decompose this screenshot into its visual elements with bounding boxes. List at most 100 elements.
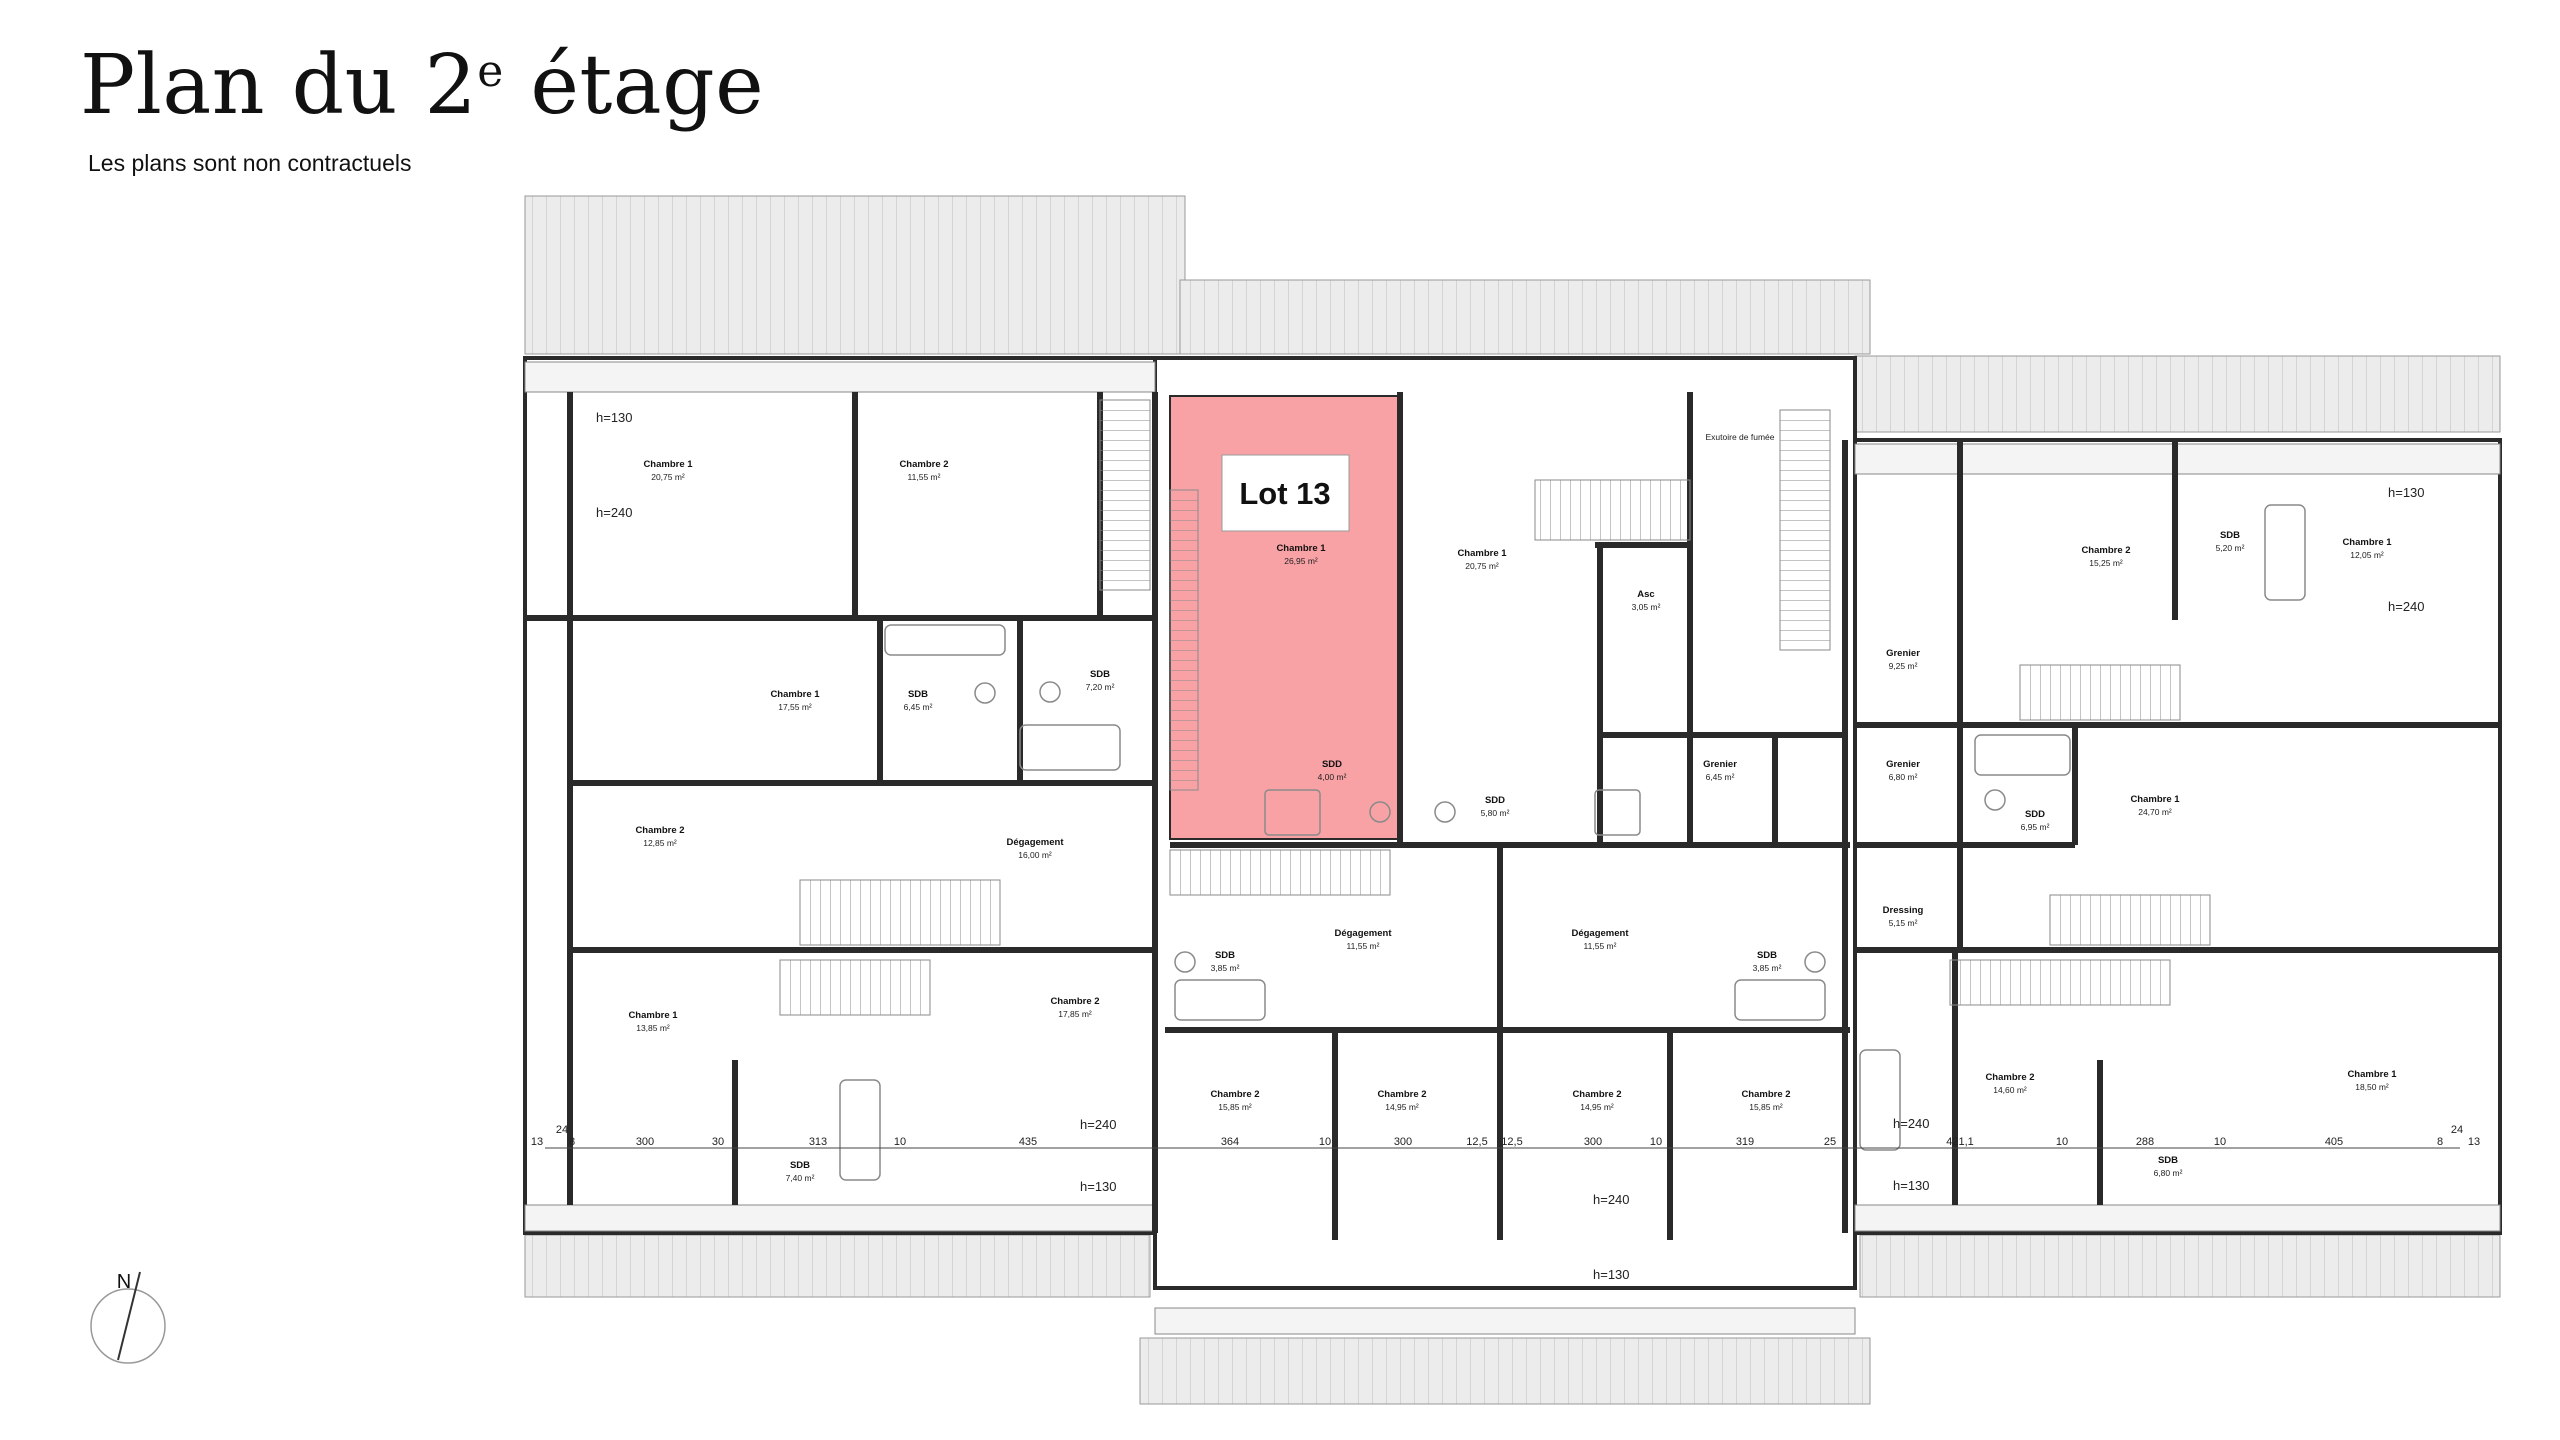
lot-13-label: Lot 13	[1239, 476, 1330, 511]
room-name: Chambre 2	[1377, 1089, 1426, 1100]
room-area: 9,25 m²	[1889, 661, 1918, 671]
room-area: 6,45 m²	[1706, 772, 1735, 782]
dimension-value: 24	[2451, 1124, 2463, 1136]
height-label: h=240	[2388, 599, 2425, 614]
room-area: 11,55 m²	[908, 472, 941, 482]
dimension-value: 13	[2468, 1136, 2480, 1148]
height-label: h=130	[596, 410, 633, 425]
dimension-value: 300	[1584, 1136, 1602, 1148]
bathroom-fixtures	[839, 504, 2306, 1181]
height-label: h=130	[1893, 1178, 1930, 1193]
room-area: 4,00 m²	[1318, 772, 1347, 782]
room-name: Chambre 1	[2130, 794, 2180, 805]
room-name: Chambre 2	[1741, 1089, 1790, 1100]
room-area: 20,75 m²	[651, 472, 685, 482]
roof-areas	[524, 195, 2501, 1405]
lot-13-label-box: Lot 13	[1221, 454, 1350, 532]
dimension-value: 12,5	[1501, 1136, 1522, 1148]
room-name: Chambre 2	[635, 825, 684, 836]
dimension-value: 10	[894, 1136, 906, 1148]
room-area: 14,95 m²	[1580, 1102, 1614, 1112]
room-name: SDD	[1485, 795, 1505, 806]
room-labels: Chambre 1 20,75 m² Chambre 2 11,55 m² Ch…	[628, 432, 2397, 1183]
exutoire-label: Exutoire de fumée	[1706, 432, 1775, 442]
dimension-value: 8	[569, 1136, 575, 1148]
room-area: 15,85 m²	[1218, 1102, 1252, 1112]
room-name: Dressing	[1883, 905, 1924, 916]
ceiling-heights: h=130 h=240 h=130 h=240 h=240 h=130 h=24…	[596, 410, 2425, 1282]
room-area: 26,95 m²	[1284, 556, 1318, 566]
room-area: 17,85 m²	[1058, 1009, 1092, 1019]
room-name: SDD	[2025, 809, 2045, 820]
dimension-value: 300	[636, 1136, 654, 1148]
room-name: SDB	[790, 1160, 810, 1171]
room-name: Chambre 1	[1276, 543, 1326, 554]
room-name: Chambre 2	[1210, 1089, 1259, 1100]
room-name: SDB	[2158, 1155, 2178, 1166]
room-name: Grenier	[1703, 759, 1737, 770]
room-name: Chambre 2	[2081, 545, 2130, 556]
room-area: 12,85 m²	[643, 838, 677, 848]
room-name: Chambre 1	[1457, 548, 1507, 559]
dimension-value: 364	[1221, 1136, 1239, 1148]
dimension-value: 24	[556, 1124, 568, 1136]
room-area: 17,55 m²	[778, 702, 812, 712]
dimension-value: 300	[1394, 1136, 1412, 1148]
page-subtitle: Les plans sont non contractuels	[88, 150, 412, 176]
room-area: 15,25 m²	[2089, 558, 2123, 568]
room-name: Chambre 2	[1572, 1089, 1621, 1100]
dimension-value: 8	[2437, 1136, 2443, 1148]
title-end: étage	[503, 38, 765, 133]
dimension-value: 10	[2214, 1136, 2226, 1148]
dimension-value: 10	[2056, 1136, 2068, 1148]
room-name: Asc	[1637, 589, 1654, 600]
room-name: SDB	[1090, 669, 1110, 680]
dimension-line: 13 24 8 300 30 313 10 435 364 10 300 12,…	[531, 1124, 2480, 1149]
dimension-value: 10	[1650, 1136, 1662, 1148]
dimension-value: 405	[2325, 1136, 2343, 1148]
title-superscript: e	[477, 46, 504, 97]
room-area: 15,85 m²	[1749, 1102, 1783, 1112]
room-area: 14,60 m²	[1993, 1085, 2027, 1095]
room-area: 3,05 m²	[1632, 602, 1661, 612]
room-area: 3,85 m²	[1211, 963, 1240, 973]
dimension-value: 288	[2136, 1136, 2154, 1148]
room-name: Chambre 2	[1985, 1072, 2034, 1083]
interior-walls	[525, 392, 2500, 1240]
height-label: h=240	[1593, 1192, 1630, 1207]
dimension-value: 25	[1824, 1136, 1836, 1148]
room-area: 16,00 m²	[1018, 850, 1052, 860]
room-name: Dégagement	[1334, 928, 1392, 939]
dimension-value: 313	[809, 1136, 827, 1148]
room-area: 5,80 m²	[1481, 808, 1510, 818]
room-area: 6,95 m²	[2021, 822, 2050, 832]
room-name: Grenier	[1886, 759, 1920, 770]
north-arrow-icon: N	[117, 1271, 131, 1293]
room-area: 11,55 m²	[1347, 941, 1380, 951]
room-name: Chambre 2	[899, 459, 948, 470]
dimension-value: 30	[712, 1136, 724, 1148]
room-name: SDB	[1757, 950, 1777, 961]
room-name: SDD	[1322, 759, 1342, 770]
room-area: 14,95 m²	[1385, 1102, 1419, 1112]
room-area: 5,20 m²	[2216, 543, 2245, 553]
room-area: 6,45 m²	[904, 702, 933, 712]
north-compass: N	[90, 1271, 166, 1364]
stairs	[779, 399, 2211, 1016]
room-area: 20,75 m²	[1465, 561, 1499, 571]
page-title: Plan du 2e étage	[80, 38, 764, 133]
dimension-value: 435	[1019, 1136, 1037, 1148]
room-name: Grenier	[1886, 648, 1920, 659]
room-area: 11,55 m²	[1584, 941, 1617, 951]
room-name: SDB	[1215, 950, 1235, 961]
room-area: 3,85 m²	[1753, 963, 1782, 973]
title-main: Plan du 2	[80, 38, 478, 133]
room-area: 6,80 m²	[2154, 1168, 2183, 1178]
height-label: h=240	[1893, 1116, 1930, 1131]
room-area: 6,80 m²	[1889, 772, 1918, 782]
dimension-value: 421,1	[1946, 1136, 1974, 1148]
room-area: 24,70 m²	[2138, 807, 2172, 817]
room-name: SDB	[2220, 530, 2240, 541]
room-name: Chambre 1	[2347, 1069, 2397, 1080]
height-label: h=130	[2388, 485, 2425, 500]
